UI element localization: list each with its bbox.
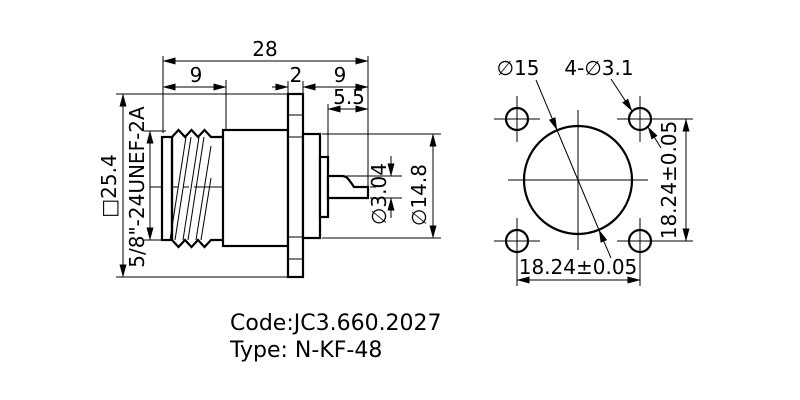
dim-thread-length: 9 bbox=[190, 63, 203, 87]
dim-inner-diameter: ∅15 bbox=[497, 56, 540, 80]
side-view: 28 9 2 9 5.5 □25.4 bbox=[97, 37, 441, 279]
thread-crest-top bbox=[171, 128, 223, 139]
dim-rear-section: 9 bbox=[334, 63, 347, 87]
insulator-step bbox=[318, 155, 330, 219]
flange-plate bbox=[286, 92, 305, 279]
part-type: Type: N-KF-48 bbox=[229, 338, 382, 363]
part-code: Code:JC3.660.2027 bbox=[230, 311, 442, 336]
dim-body-diameter: ∅14.8 bbox=[407, 164, 431, 226]
rear-cylinder bbox=[301, 132, 322, 240]
dim-hole-spacing-horizontal: 18.24±0.05 bbox=[519, 255, 638, 279]
side-view-dimensions: 28 9 2 9 5.5 □25.4 bbox=[97, 37, 441, 278]
thread-hatching bbox=[169, 136, 212, 241]
dim-pin-protrusion: 5.5 bbox=[333, 85, 365, 109]
dim-flange-thickness: 2 bbox=[290, 63, 303, 87]
dim-pin-diameter: ∅3.04 bbox=[367, 163, 391, 225]
connector-bore-circle bbox=[522, 124, 634, 236]
dim-thread-spec: 5/8"-24UNEF-2A bbox=[125, 106, 149, 268]
thread-face bbox=[160, 135, 174, 242]
thread-crest-bottom bbox=[171, 238, 223, 249]
connector-body bbox=[221, 128, 290, 248]
dim-flange-square: □25.4 bbox=[97, 154, 121, 217]
title-block: Code:JC3.660.2027 Type: N-KF-48 bbox=[229, 311, 442, 363]
dim-hole-spacing-vertical: 18.24±0.05 bbox=[657, 121, 681, 240]
center-pin bbox=[326, 174, 370, 200]
dim-overall-length: 28 bbox=[252, 37, 277, 61]
front-view-dimensions: ∅15 4-∅3.1 18.24±0.05 18.24±0.05 bbox=[497, 56, 693, 286]
front-view: ∅15 4-∅3.1 18.24±0.05 18.24±0.05 bbox=[494, 56, 693, 286]
dim-mounting-holes: 4-∅3.1 bbox=[564, 56, 633, 80]
